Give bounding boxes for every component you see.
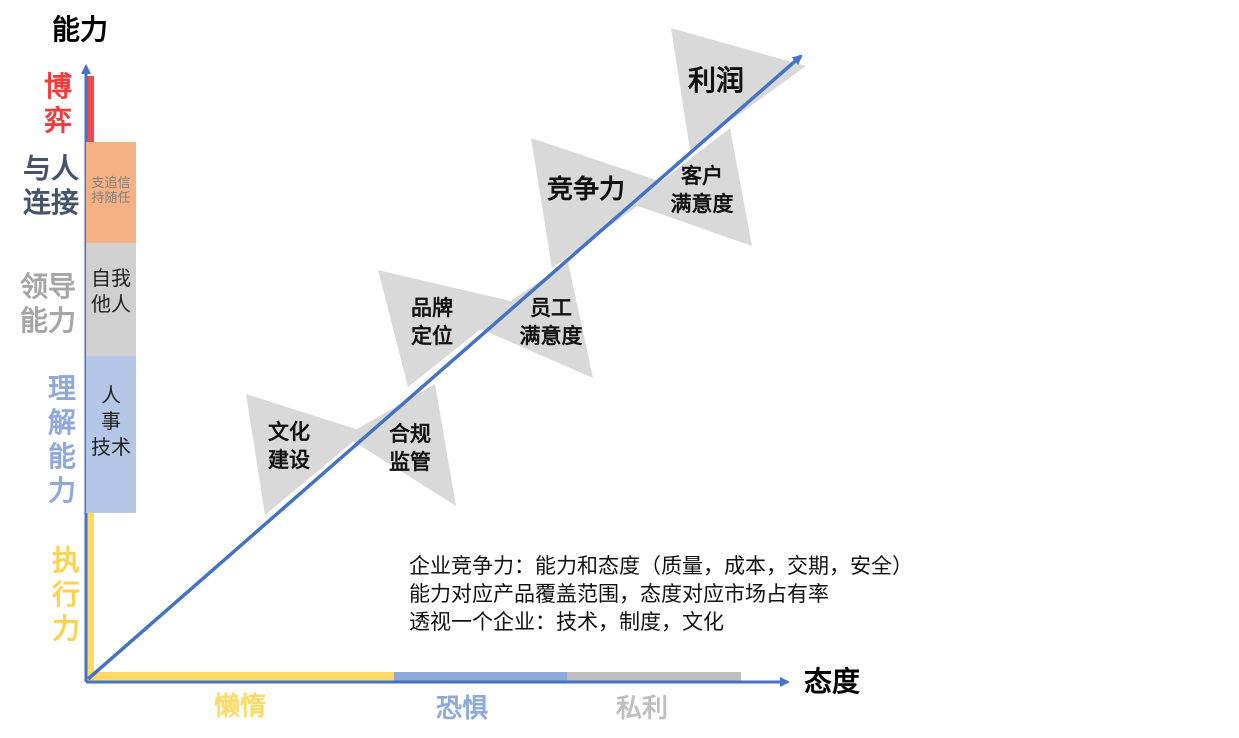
note-line-2: 能力对应产品覆盖范围，态度对应市场占有率	[409, 582, 829, 606]
stage-triangle-brand	[378, 270, 515, 387]
stage-triangle-customer	[632, 128, 752, 246]
stage-triangle-profit	[671, 28, 806, 150]
y-block-orange: 支追信 持随任	[86, 142, 136, 243]
y-block-orange-text: 支追信 持随任	[91, 176, 131, 206]
stage-label-customer: 客户 满意度	[670, 164, 734, 216]
stage-label-brand: 品牌 定位	[411, 296, 453, 348]
stage-label-employee: 员工 满意度	[519, 296, 583, 348]
growth-arrow	[86, 54, 803, 681]
stage-triangle-culture	[246, 394, 365, 515]
stage-triangle-competitiveness	[531, 138, 668, 268]
y-segment-red	[86, 76, 94, 142]
y-block-gray: 自我 他人	[86, 243, 136, 356]
stage-label-culture: 文化 建设	[268, 420, 310, 472]
note-line-3: 透视一个企业：技术，制度，文化	[409, 610, 724, 634]
x-label-selfinterest: 私利	[616, 694, 669, 724]
note-line-1: 企业竞争力：能力和态度（质量，成本，交期，安全）	[409, 554, 913, 578]
y-label-execution: 执 行 力	[51, 544, 80, 645]
y-label-connect: 与人 连接	[22, 152, 79, 219]
stage-triangle-employee	[474, 262, 593, 378]
stage-label-competitiveness: 竞争力	[546, 175, 625, 205]
x-axis-title: 态度	[804, 665, 861, 698]
y-label-game: 博 弈	[43, 70, 72, 137]
y-segment-yellow	[86, 513, 94, 681]
x-segment-gray	[567, 672, 741, 682]
y-label-leadership: 领导 能力	[19, 270, 76, 337]
y-block-blue: 人 事 技术	[86, 356, 136, 513]
y-label-understanding: 理 解 能 力	[47, 372, 76, 507]
x-segment-yellow	[86, 672, 394, 682]
y-axis-title: 能力	[52, 13, 109, 46]
x-segment-blue	[394, 672, 567, 682]
x-label-fear: 恐惧	[436, 694, 489, 724]
y-block-blue-text: 人 事 技术	[91, 383, 131, 459]
stage-label-profit: 利润	[687, 64, 744, 97]
x-label-laziness: 懒惰	[214, 692, 267, 722]
stage-triangle-compliance	[345, 384, 456, 506]
y-block-gray-text: 自我 他人	[91, 266, 131, 316]
stage-label-compliance: 合规 监管	[389, 422, 431, 474]
